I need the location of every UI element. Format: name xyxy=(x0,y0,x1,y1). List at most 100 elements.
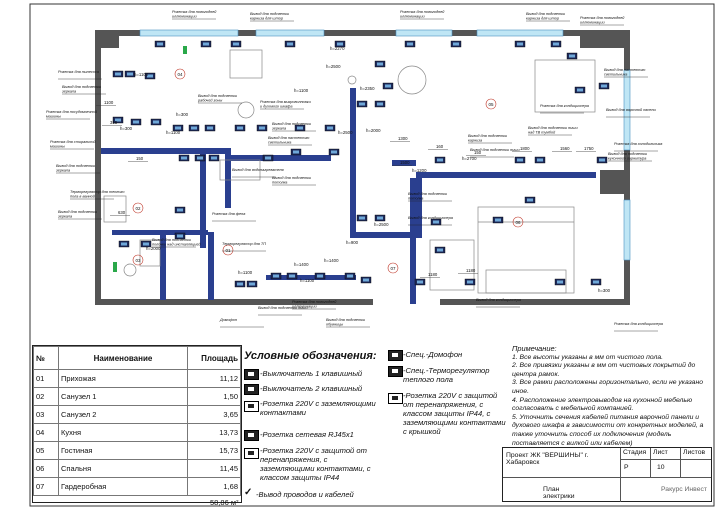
svg-text:зеркала: зеркала xyxy=(57,215,72,219)
svg-text:Розетка для фена: Розетка для фена xyxy=(212,212,245,216)
svg-text:1180: 1180 xyxy=(466,268,476,273)
legend-item-switch-1: -Выключатель 1 клавишный xyxy=(260,369,363,378)
legend-item-socket-cover: -Розетка 220V с защитой от перенапряжени… xyxy=(403,391,506,436)
socket-220v-icon xyxy=(244,401,259,412)
note-item: 3. Все рамки расположены горизонтально, … xyxy=(512,379,703,395)
partitions xyxy=(101,88,596,304)
callout-label: Домофон xyxy=(219,318,264,328)
socket-icon xyxy=(246,280,258,288)
intercom-icon xyxy=(388,350,403,361)
socket-icon xyxy=(112,70,124,78)
callout-label: Розетка для кондиционера xyxy=(614,322,663,332)
socket-ip44-cover-icon xyxy=(388,393,403,404)
outer-walls xyxy=(95,30,630,305)
callout-label: Вывод для подсветки ниши xyxy=(470,148,520,158)
socket-icon xyxy=(124,70,136,78)
height-mark: h=2270 xyxy=(330,46,345,51)
svg-text:315: 315 xyxy=(110,120,118,125)
svg-text:Вывод для настенного: Вывод для настенного xyxy=(604,68,645,72)
svg-text:Розетка для микроволновки: Розетка для микроволновки xyxy=(260,100,312,104)
socket-icon xyxy=(524,196,536,204)
svg-text:Вывод для подсветки: Вывод для подсветки xyxy=(326,318,366,322)
socket-icon xyxy=(178,154,190,162)
svg-text:Розетка для кондиционера: Розетка для кондиционера xyxy=(540,104,589,108)
socket-icon xyxy=(374,214,386,222)
svg-text:05: 05 xyxy=(488,102,494,107)
network-socket-icon xyxy=(244,430,259,441)
svg-text:1560: 1560 xyxy=(560,146,570,151)
socket-icon xyxy=(514,156,526,164)
drawing-name: План электрики xyxy=(503,478,621,502)
note-item: 2. Все привязки указаны в мм от чистовых… xyxy=(512,362,696,378)
furniture xyxy=(103,49,596,294)
socket-icon xyxy=(554,278,566,286)
svg-text:Вывод для водонагревателя: Вывод для водонагревателя xyxy=(232,168,284,172)
svg-text:Вывод для подсветки: Вывод для подсветки xyxy=(250,12,290,16)
height-mark: h=2500 xyxy=(326,64,341,69)
svg-text:04: 04 xyxy=(177,72,183,77)
legend-item-socket-ip44: -Розетка 220V с защитой от перенапряжени… xyxy=(260,446,371,482)
dimension-mark: 315 xyxy=(102,120,122,126)
svg-text:карниза для штор: карниза для штор xyxy=(250,17,283,21)
col-name-header: Наименование xyxy=(58,346,188,370)
svg-text:Вывод для варочной панели: Вывод для варочной панели xyxy=(606,108,657,112)
callout-label: Вывод для водонагревателя xyxy=(232,168,284,178)
socket-icon xyxy=(234,124,246,132)
socket-icon xyxy=(200,40,212,48)
socket-icon xyxy=(514,40,526,48)
svg-text:Терморегулятор для теплого: Терморегулятор для теплого xyxy=(70,190,125,194)
svg-text:над ТВ тумбой: над ТВ тумбой xyxy=(528,131,556,135)
socket-icon xyxy=(324,124,336,132)
socket-icon xyxy=(334,40,346,48)
svg-text:и духового шкафа: и духового шкафа xyxy=(260,105,292,109)
floor-thermostat-icon xyxy=(388,366,403,377)
svg-text:1100: 1100 xyxy=(104,100,114,105)
socket-icon xyxy=(360,276,372,284)
col-num-header: № xyxy=(33,346,59,370)
callout-label: Розетка для пылесоса xyxy=(58,70,102,80)
socket-icon xyxy=(492,216,504,224)
dimension-mark: 1180 xyxy=(458,268,478,274)
socket-icon xyxy=(374,60,386,68)
svg-text:Вывод для подсветки: Вывод для подсветки xyxy=(152,238,192,242)
dimension-mark: 1100 xyxy=(96,100,116,106)
svg-text:01: 01 xyxy=(225,248,231,253)
note-item: 5. Уточнить сечения кабелей питания варо… xyxy=(512,413,704,447)
socket-icon xyxy=(172,124,184,132)
socket-icon xyxy=(286,272,298,280)
socket-icon xyxy=(414,278,426,286)
socket-icon xyxy=(208,154,220,162)
svg-text:светильника: светильника xyxy=(268,141,291,145)
legend-item-socket-220v: -Розетка 220V с заземляющими контактами xyxy=(260,399,376,417)
svg-text:02: 02 xyxy=(135,206,141,211)
dimension-mark: 1500 xyxy=(392,160,412,166)
legend-item-intercom: -Спец.-Домофон xyxy=(403,350,463,359)
callout-label: Розетка для фена xyxy=(212,212,256,222)
dimension-mark: 1750 xyxy=(576,146,596,152)
svg-text:машины: машины xyxy=(50,145,65,149)
table-total-row: 58,86 м² xyxy=(34,496,241,509)
legend-title: Условные обозначения: xyxy=(244,350,377,362)
svg-text:06: 06 xyxy=(515,220,521,225)
height-mark: h=2000 xyxy=(146,246,161,251)
svg-text:иллюминации: иллюминации xyxy=(400,15,425,19)
svg-text:машины: машины xyxy=(46,115,61,119)
